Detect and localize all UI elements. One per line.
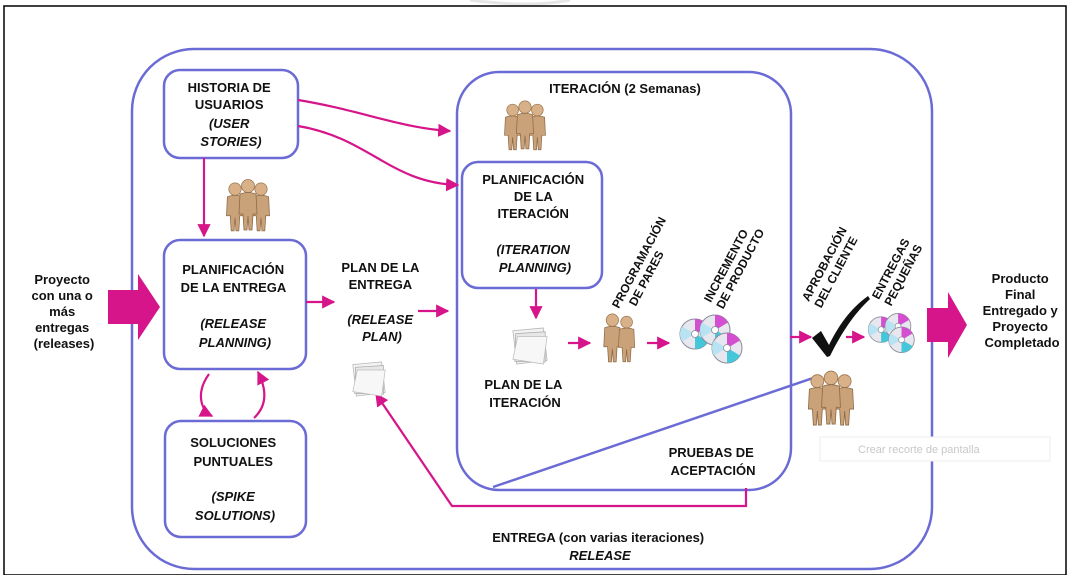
output-label: Producto Final Entregado y Proyecto Comp… [983,271,1062,350]
spike-solutions-box [163,419,308,539]
svg-text:INCREMENTO DE PRODUCTO: INCREMENTO DE PRODUCTO [701,220,767,311]
spike-loop-right-arrow [253,370,270,419]
acceptance-tests-label: PRUEBAS DE ACEPTACIÓN [669,445,758,478]
svg-text:PROGRAMACIÓN DE PARES: PROGRAMACIÓN DE PARES [608,211,683,317]
svg-text:ENTREGAS PEQUEÑAS: ENTREGAS PEQUEÑAS [869,233,927,308]
release-label: ENTREGA (con varias iteraciones) RELEASE [492,530,708,563]
iteration-title: ITERACIÓN (2 Semanas) [549,81,701,96]
people-group-icon [226,180,269,231]
people-group-icon [604,314,635,362]
user-stories-label: HISTORIA DE USUARIOS (USER STORIES) [188,80,275,149]
pair-programming-label: PROGRAMACIÓN DE PARES [608,211,683,317]
svg-text:APROBACIÓN DEL CLIENTE: APROBACIÓN DEL CLIENTE [798,221,864,310]
iteration-planning-box [460,160,604,290]
iteration-plan-label: PLAN DE LA ITERACIÓN [484,377,565,410]
paper-stack-icon [352,361,386,397]
iteration-planning-label: PLANIFICACIÓN DE LA ITERACIÓN (ITERATION… [482,172,587,275]
input-label: Proyecto con una o más entregas (release… [31,272,96,351]
acceptance-diagonal [492,375,817,489]
snip-tooltip[interactable]: Crear recorte de pantalla [819,436,1051,462]
release-planning-label: PLANIFICACIÓN DE LA ENTREGA (RELEASE PLA… [181,262,290,350]
people-group-icon [808,371,853,425]
client-approval-label: APROBACIÓN DEL CLIENTE [798,221,864,310]
iteration-container [455,70,793,492]
svg-text:Crear recorte de pantalla: Crear recorte de pantalla [858,444,981,456]
user-stories-box [162,68,300,160]
cd-discs-icon [867,313,915,353]
people-group-icon [505,101,546,150]
small-releases-label: ENTREGAS PEQUEÑAS [869,233,927,308]
outer-frame [3,5,1067,575]
stories-to-iteration-arrow [297,98,452,137]
top-edge-fragment [469,0,571,6]
paper-stack-icon [512,327,548,365]
spike-solutions-label: SOLUCIONES PUNTUALES (SPIKE SOLUTIONS) [190,435,280,523]
checkmark-icon [812,296,870,357]
release-plan-label: PLAN DE LA ENTREGA (RELEASE PLAN) [341,260,422,344]
product-increment-label: INCREMENTO DE PRODUCTO [701,220,767,311]
acceptance-feedback-arrow [375,392,748,508]
spike-loop-left-arrow [198,373,214,417]
stories-to-iteration-planning-arrow [297,124,460,192]
output-block-arrow [927,292,967,358]
cd-discs-icon [679,314,743,364]
release-planning-box [162,238,308,371]
input-block-arrow [108,274,160,340]
